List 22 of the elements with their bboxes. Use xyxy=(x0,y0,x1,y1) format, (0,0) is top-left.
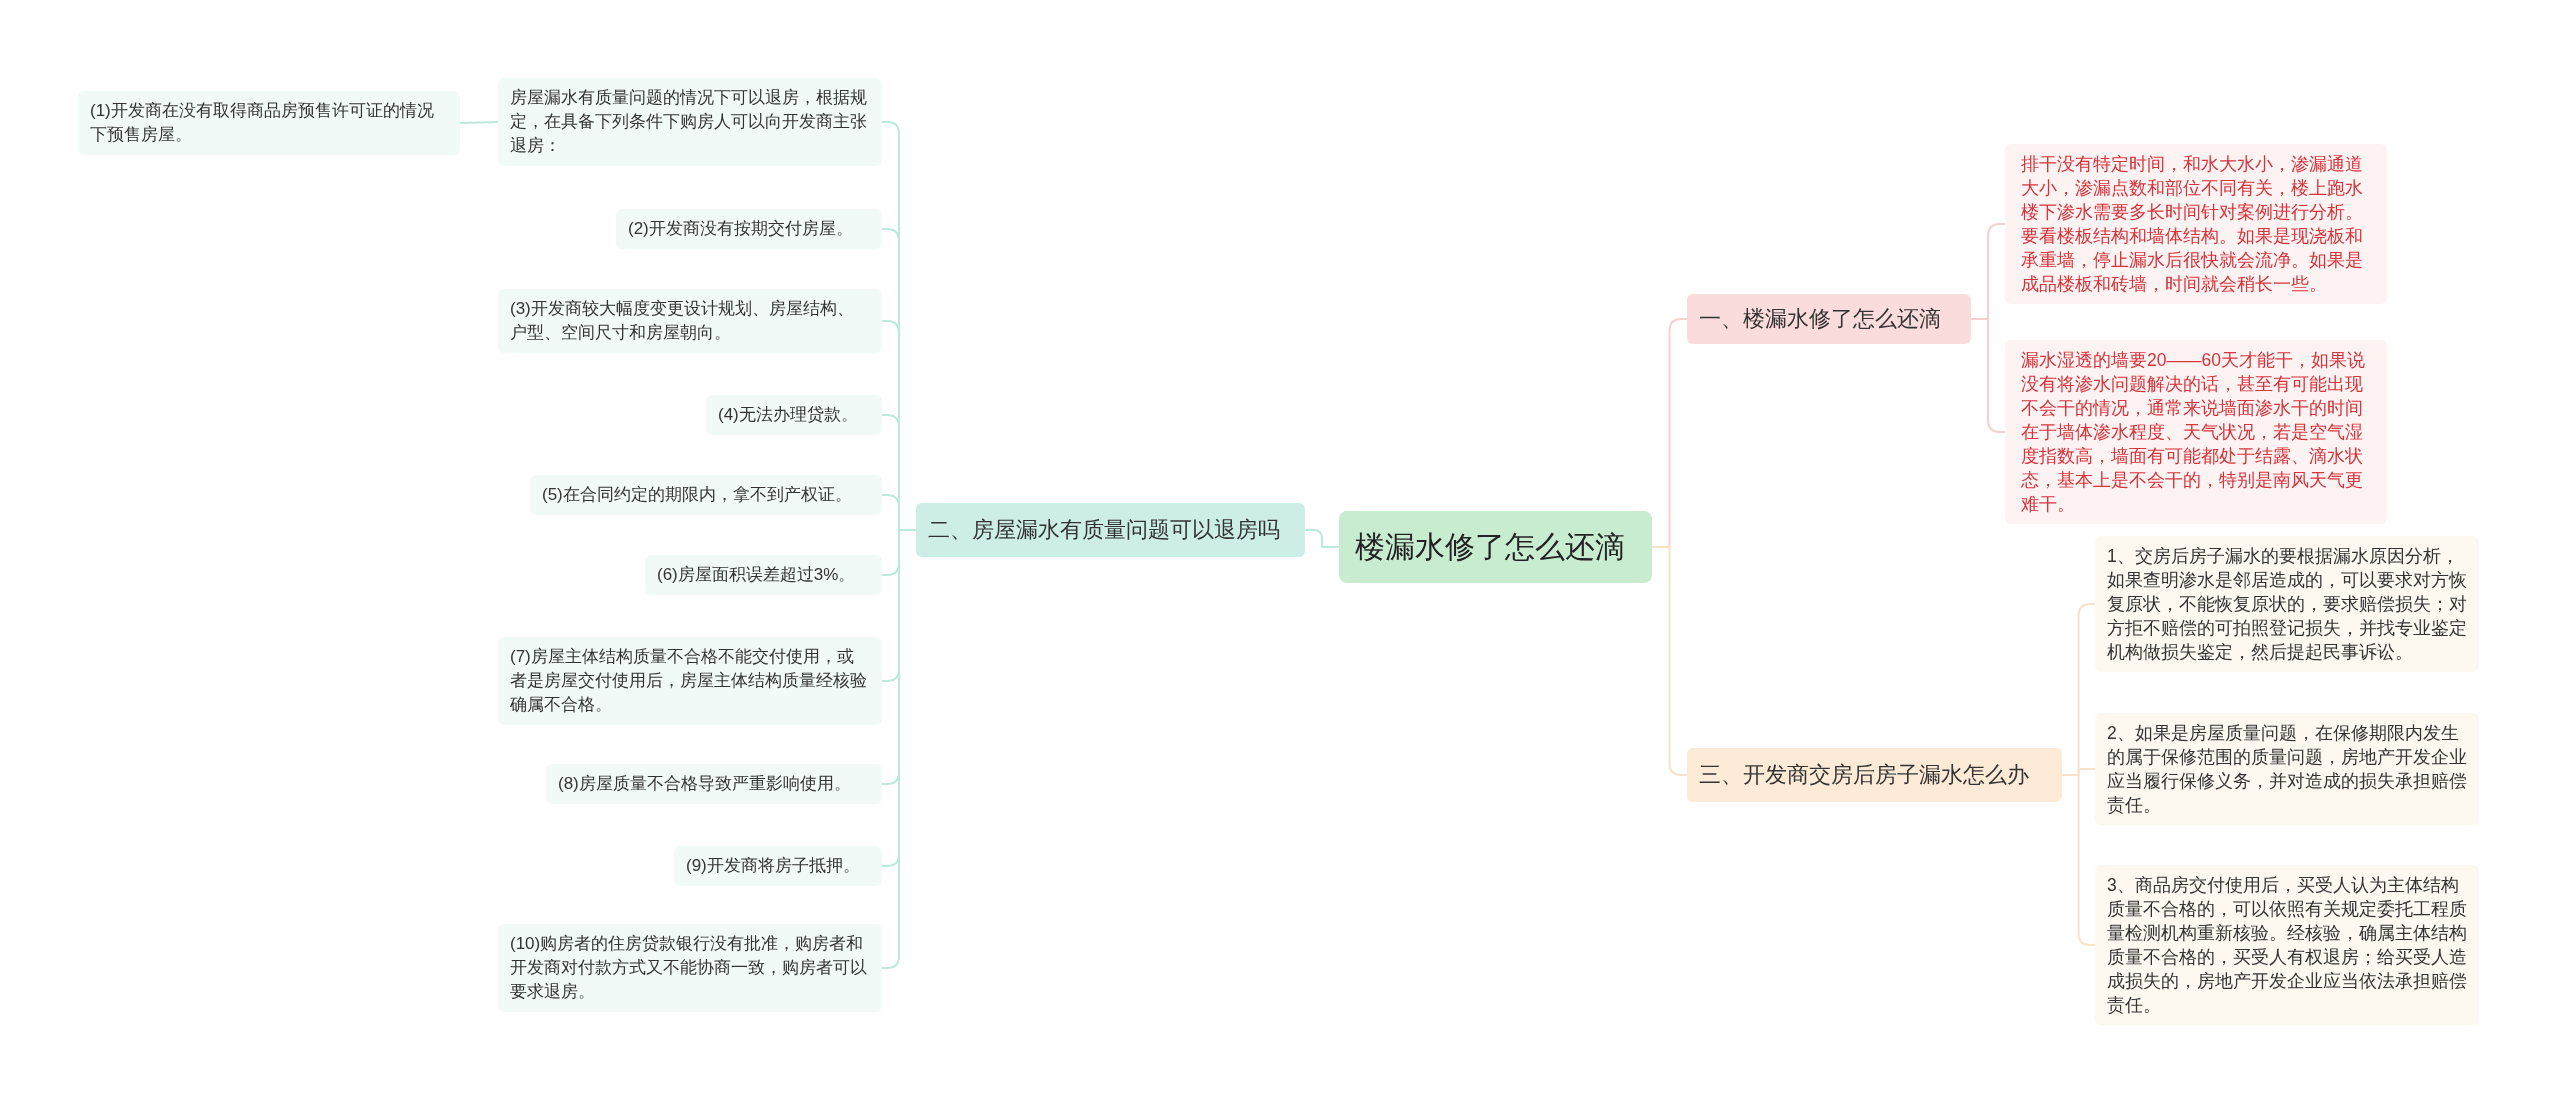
central-topic: 楼漏水修了怎么还滴 xyxy=(1339,511,1652,583)
branch-topic: 三、开发商交房后房子漏水怎么办 xyxy=(1687,748,2062,802)
connector-line xyxy=(1304,529,1340,548)
subtopic-card: 漏水湿透的墙要20——60天才能干，如果说没有将渗水问题解决的话，甚至有可能出现不会干的情况，通常来说墙面渗水干的时间在于墙体渗水程度、天气状况，若是空气湿度指数高，墙面有可能都处于结露、滴水状态，基本上是不会干的，特别是南风天气更难干。 xyxy=(2005,340,2387,524)
subtopic-card: (7)房屋主体结构质量不合格不能交付使用，或者是房屋交付使用后，房屋主体结构质量经核验确属不合格。 xyxy=(498,637,882,725)
subtopic-card: (3)开发商较大幅度变更设计规划、房屋结构、户型、空间尺寸和房屋朝向。 xyxy=(498,289,882,353)
subtopic-card: 3、商品房交付使用后，买受人认为主体结构质量不合格的，可以依照有关规定委托工程质量检测机构重新核验。经核验，确属主体结构质量不合格的，买受人有权退房；给买受人造成损失的，房地产开发企业应当依法承担赔偿责任。 xyxy=(2095,865,2479,1025)
subtopic-card: (9)开发商将房子抵押。 xyxy=(674,846,882,886)
subtopic-card: (8)房屋质量不合格导致严重影响使用。 xyxy=(546,764,882,804)
connector-line xyxy=(459,121,499,124)
subtopic-card: 排干没有特定时间，和水大水小，渗漏通道大小，渗漏点数和部位不同有关，楼上跑水楼下渗水需要多长时间针对案例进行分析。要看楼板结构和墙体结构。如果是现浇板和承重墙，停止漏水后很快就会流净。如果是成品楼板和砖墙，时间就会稍长一些。 xyxy=(2005,144,2387,304)
subtopic-card: (2)开发商没有按期交付房屋。 xyxy=(616,209,882,249)
subtopic-card: 房屋漏水有质量问题的情况下可以退房，根据规定，在具备下列条件下购房人可以向开发商主张退房： xyxy=(498,78,882,166)
subtopic-card: (5)在合同约定的期限内，拿不到产权证。 xyxy=(530,475,882,515)
subtopic-card: 2、如果是房屋质量问题，在保修期限内发生的属于保修范围的质量问题，房地产开发企业应当履行保修义务，并对造成的损失承担赔偿责任。 xyxy=(2095,713,2479,825)
subtopic-card: (10)购房者的住房贷款银行没有批准，购房者和开发商对付款方式又不能协商一致，购房者可以要求退房。 xyxy=(498,924,882,1012)
subtopic-card: (6)房屋面积误差超过3%。 xyxy=(645,555,882,595)
subtopic-card: (4)无法办理贷款。 xyxy=(706,395,882,435)
branch-topic: 二、房屋漏水有质量问题可以退房吗 xyxy=(916,503,1305,557)
branch-topic: 一、楼漏水修了怎么还滴 xyxy=(1687,294,1971,344)
subtopic-card: 1、交房后房子漏水的要根据漏水原因分析，如果查明渗水是邻居造成的，可以要求对方恢复原状，不能恢复原状的，要求赔偿损失；对方拒不赔偿的可拍照登记损失，并找专业鉴定机构做损失鉴定，然后提起民事诉讼。 xyxy=(2095,536,2479,672)
subtopic-card: (1)开发商在没有取得商品房预售许可证的情况下预售房屋。 xyxy=(78,91,460,155)
